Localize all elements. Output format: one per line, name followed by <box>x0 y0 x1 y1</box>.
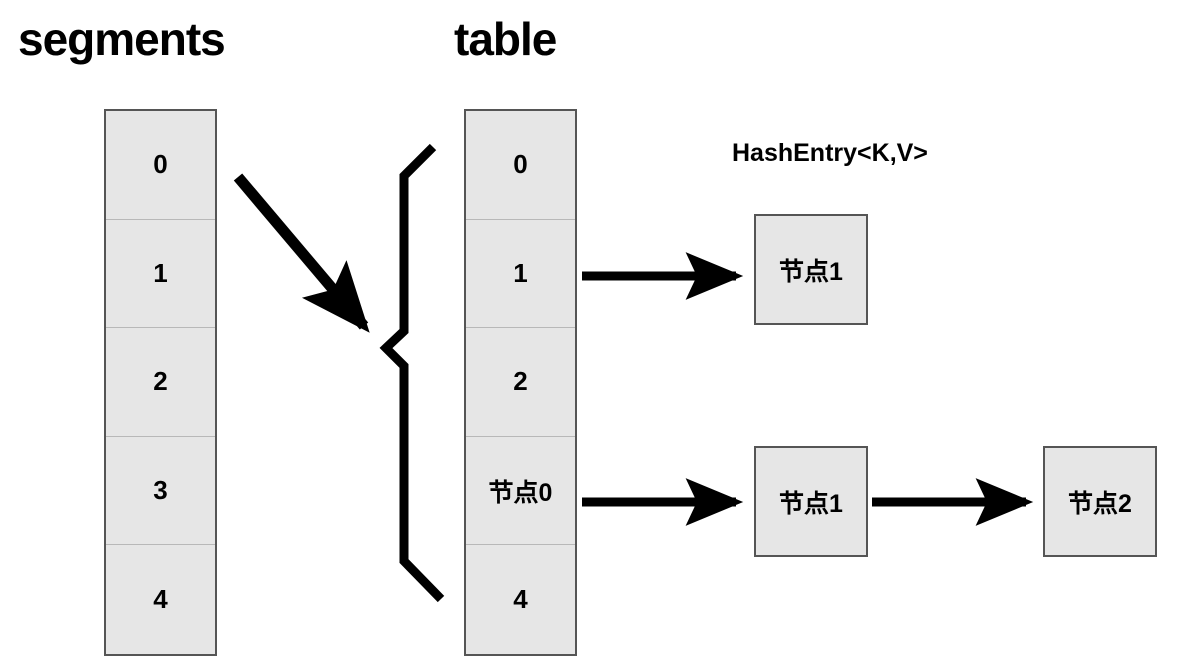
entry-node-chain2-0[interactable]: 节点1 <box>754 446 868 557</box>
table-cell-3[interactable]: 节点0 <box>466 436 575 546</box>
table-cell-1[interactable]: 1 <box>466 219 575 329</box>
segments-cell-3[interactable]: 3 <box>106 436 215 546</box>
table-array: 0 1 2 节点0 4 <box>464 109 577 656</box>
table-cell-4[interactable]: 4 <box>466 545 575 654</box>
segments-array: 0 1 2 3 4 <box>104 109 217 656</box>
page-title-segments: segments <box>18 13 226 65</box>
entry-node-chain1-0[interactable]: 节点1 <box>754 214 868 325</box>
table-cell-2[interactable]: 2 <box>466 328 575 437</box>
hash-entry-label: HashEntry<K,V> <box>732 139 928 167</box>
segments-cell-2[interactable]: 2 <box>106 328 215 437</box>
table-cell-0[interactable]: 0 <box>466 111 575 220</box>
entry-node-chain2-1[interactable]: 节点2 <box>1043 446 1157 557</box>
segments-cell-0[interactable]: 0 <box>106 111 215 220</box>
segments-to-table-arrow <box>233 173 370 333</box>
table-group-brace <box>379 143 445 603</box>
segments-cell-4[interactable]: 4 <box>106 545 215 654</box>
page-title-table: table <box>454 13 557 65</box>
segments-cell-1[interactable]: 1 <box>106 219 215 329</box>
